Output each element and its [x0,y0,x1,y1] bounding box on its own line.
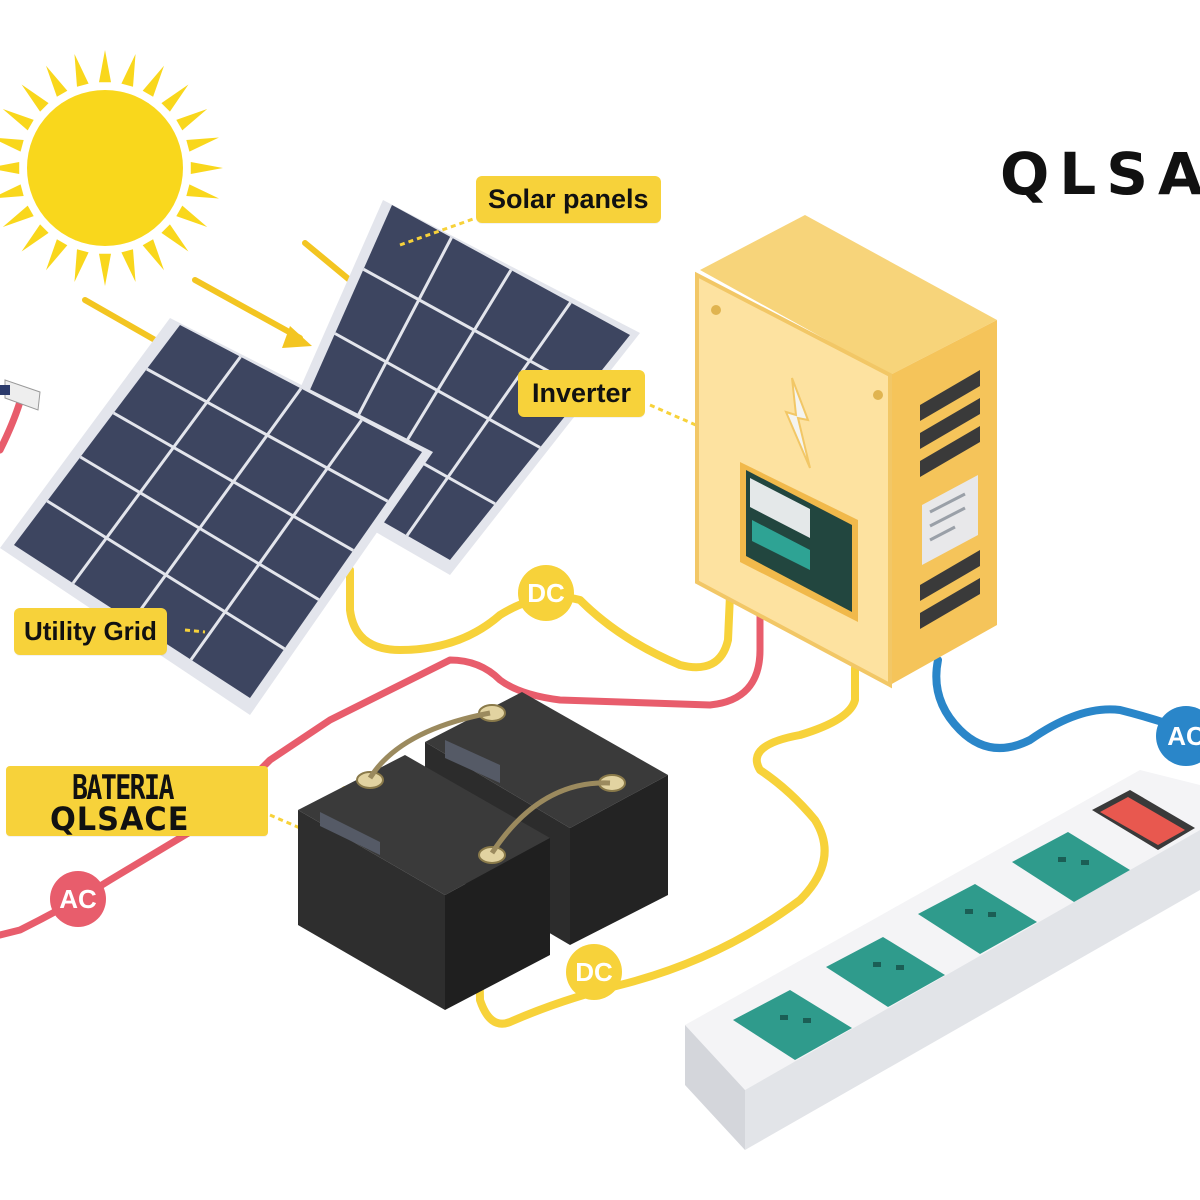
solar-panels-label: Solar panels [476,176,661,223]
lightning-icon [784,377,811,469]
utility-grid-label: Utility Grid [14,608,167,655]
sun-icon [0,50,223,286]
plug-icon [780,857,1089,1023]
ac-badge-load: AC [1156,706,1200,766]
ac-badge-grid: AC [50,871,106,927]
power-strip [685,770,1200,1150]
dc-battery-wire [341,664,859,1028]
battery-label: BATERIA QLSACE [6,766,268,838]
solar-panels [0,200,640,715]
inverter-label: Inverter [518,370,646,417]
inverter-box [695,215,997,689]
battery-label-brand: QLSACE [50,800,190,838]
ac-load-wire [932,656,1200,752]
dc-badge-battery: DC [566,944,622,1000]
battery-label-line1: BATERIA [72,768,174,808]
dc-badge-panels: DC [518,565,574,621]
battery-bank [298,692,668,1010]
brand-logo: QLSA [1000,140,1200,208]
